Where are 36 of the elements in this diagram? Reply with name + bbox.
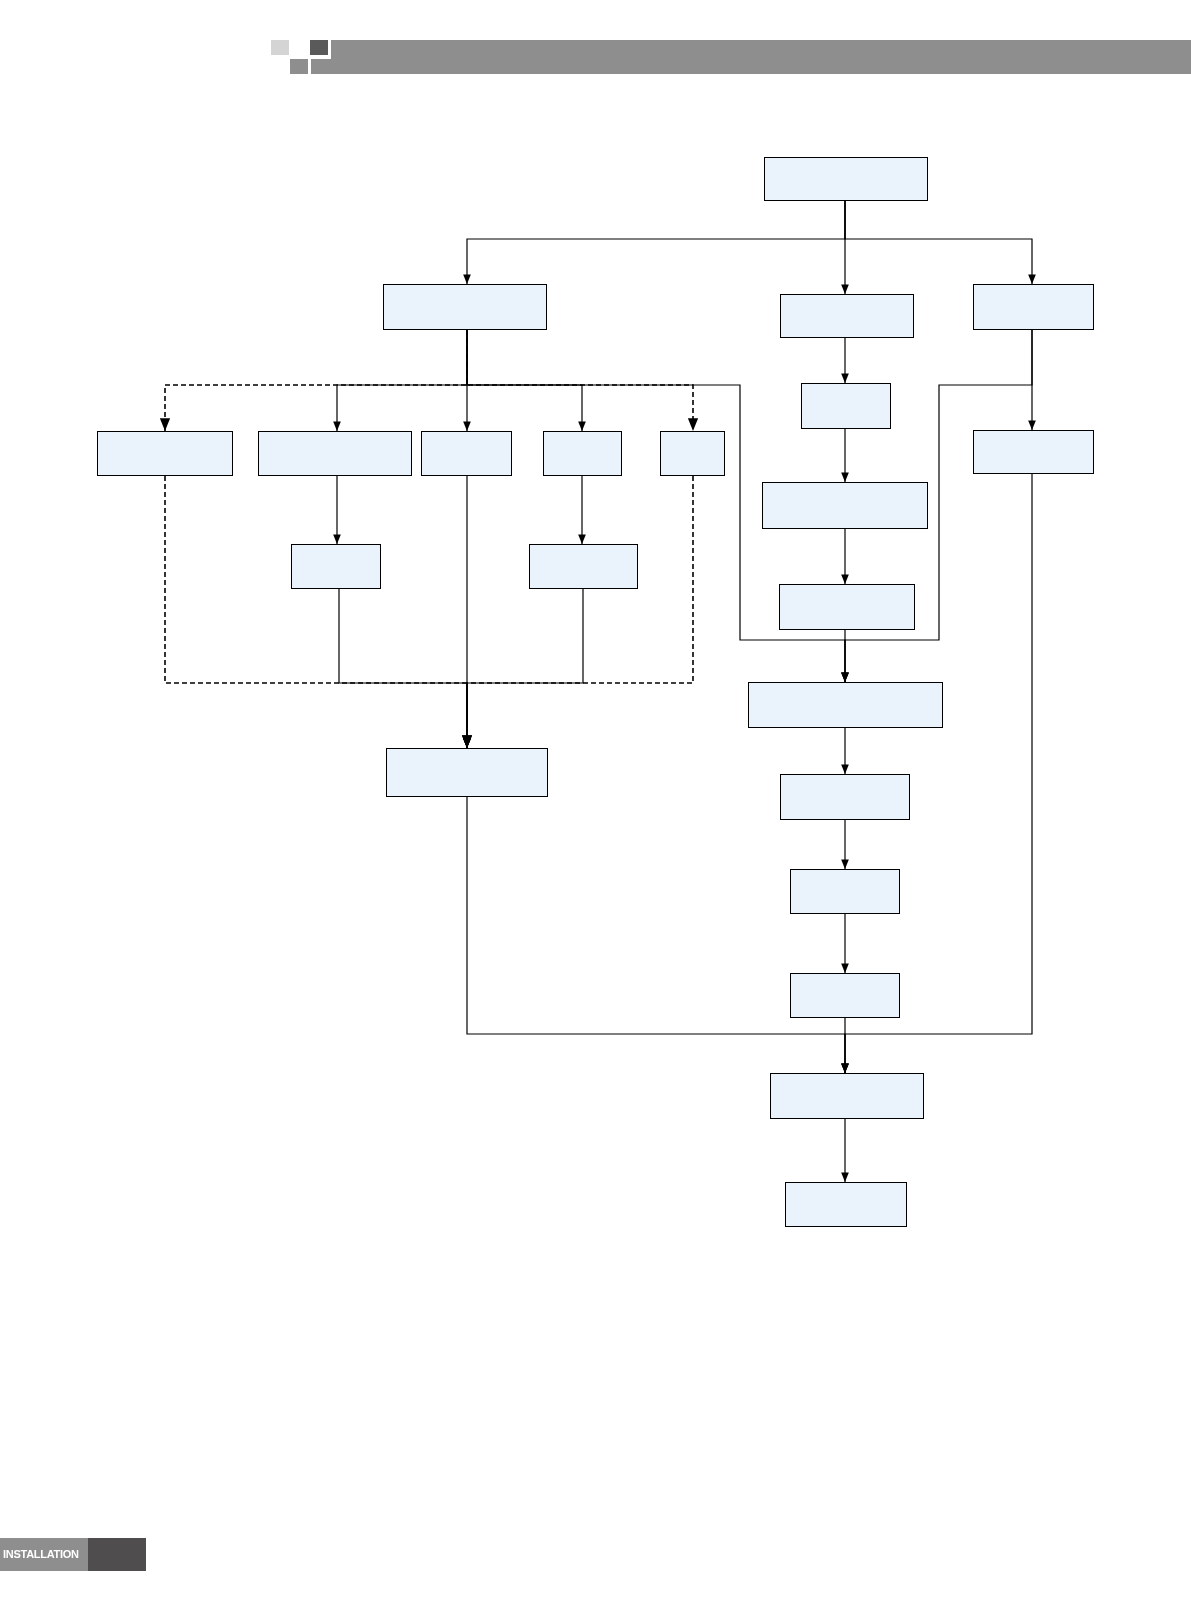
process-box (386, 748, 548, 797)
process-box (770, 1073, 924, 1119)
process-box (973, 430, 1094, 474)
process-box (762, 482, 928, 529)
arrow (841, 473, 1033, 1074)
arrow (461, 475, 694, 749)
arrow (333, 475, 341, 545)
arrow (841, 1118, 849, 1183)
process-box (529, 544, 638, 589)
process-box (543, 431, 622, 476)
arrow (578, 475, 586, 545)
process-box (291, 544, 381, 589)
arrow (841, 528, 849, 585)
process-box (258, 431, 412, 476)
arrow (841, 819, 849, 870)
arrow (844, 200, 1036, 285)
process-box (779, 584, 915, 630)
process-box (801, 383, 891, 429)
process-box (780, 294, 914, 338)
section-label: INSTALLATION (0, 1538, 88, 1571)
arrow (841, 913, 849, 974)
process-box (764, 157, 928, 201)
process-box (790, 869, 900, 914)
process-box (97, 431, 233, 476)
process-box (748, 682, 943, 728)
process-box (785, 1182, 907, 1227)
process-box (660, 431, 725, 476)
arrow (841, 337, 849, 384)
arrow (841, 629, 849, 683)
process-box (383, 284, 547, 330)
arrow (841, 428, 849, 483)
process-box (973, 284, 1094, 330)
process-box (421, 431, 512, 476)
arrow (841, 727, 849, 775)
process-box (780, 774, 910, 820)
process-box (790, 973, 900, 1018)
